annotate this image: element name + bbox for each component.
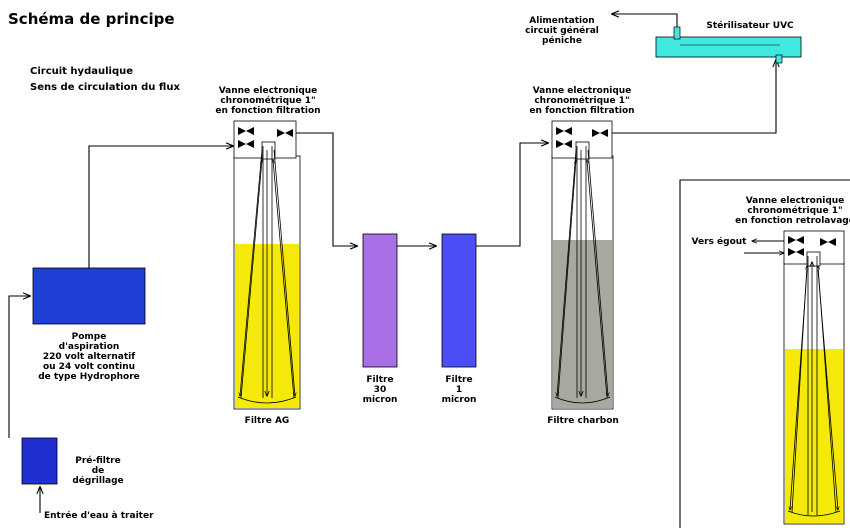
filter-1-label-2: 1 — [456, 385, 462, 395]
pump-label-3: 220 volt alternatif — [43, 352, 135, 362]
filter-30-label-1: Filtre — [366, 375, 393, 385]
note-hydraulic-circuit: Circuit hydaulique — [30, 66, 133, 77]
ag-valve-label-3: en fonction filtration — [215, 106, 320, 116]
supply-label-2: circuit général — [525, 25, 599, 36]
uvc-inlet — [775, 54, 783, 64]
filter-1-micron-box — [441, 233, 477, 368]
ag-filter-vessel — [233, 120, 301, 410]
inlet-label: Entrée d'eau à traiter — [44, 510, 154, 521]
ag-filter-label: Filtre AG — [245, 416, 290, 426]
backwash-valve-label-1: Vanne electronique — [746, 196, 845, 206]
uvc-to-supply-pipe — [612, 14, 678, 27]
prefilter-label-1: Pré-filtre — [75, 455, 120, 466]
pump-label-5: de type Hydrophore — [38, 372, 140, 382]
filter-1-label-3: micron — [442, 395, 477, 405]
pump-box — [32, 267, 146, 325]
page-title: Schéma de principe — [8, 10, 175, 28]
pump-label-2: d'aspiration — [59, 342, 120, 352]
charbon-valve-label-3: en fonction filtration — [529, 106, 634, 116]
supply-label-1: Alimentation — [529, 16, 594, 26]
note-flow-direction: Sens de circulation du flux — [30, 82, 180, 93]
uvc-sterilizer-box — [655, 36, 802, 58]
charbon-filter-vessel — [551, 120, 614, 410]
drain-label: Vers égout — [692, 236, 748, 247]
uvc-outlet — [673, 26, 681, 40]
charbon-valve-symbol — [556, 127, 608, 148]
filter-1-label-1: Filtre — [445, 375, 472, 385]
prefilter-label-2: de — [92, 466, 105, 476]
prefilter-box — [21, 437, 58, 485]
backwash-panel-frame — [679, 179, 850, 528]
charbon-valve-label-1: Vanne electronique — [533, 86, 632, 96]
prefilter-label-3: dégrillage — [72, 475, 123, 486]
backwash-valve-symbol — [788, 236, 836, 256]
pump-label-1: Pompe — [72, 332, 107, 342]
1micron-to-charbon-valve-pipe — [476, 143, 548, 247]
filter-30-micron-box — [362, 233, 398, 368]
ag-valve-label-1: Vanne electronique — [219, 86, 318, 96]
supply-label-3: péniche — [542, 35, 582, 46]
uvc-label: Stérilisateur UVC — [706, 20, 794, 31]
prefilter-to-pump-pipe — [8, 296, 30, 438]
backwash-valve-label-3: en fonction retrolavage — [735, 216, 850, 226]
ag-valve-symbol — [238, 127, 293, 148]
ag-valve-label-2: chronométrique 1" — [220, 95, 315, 106]
charbon-to-uvc-pipe — [612, 60, 776, 134]
ag-to-30micron-pipe — [296, 132, 357, 246]
backwash-filter-vessel — [783, 230, 845, 525]
backwash-valve-label-2: chronométrique 1" — [747, 205, 842, 216]
charbon-filter-label: Filtre charbon — [547, 416, 619, 426]
charbon-valve-label-2: chronométrique 1" — [534, 95, 629, 106]
filter-30-label-3: micron — [363, 395, 398, 405]
pump-to-ag-valve-pipe — [88, 146, 233, 268]
pump-label-4: ou 24 volt continu — [43, 362, 135, 372]
filter-30-label-2: 30 — [374, 385, 387, 395]
